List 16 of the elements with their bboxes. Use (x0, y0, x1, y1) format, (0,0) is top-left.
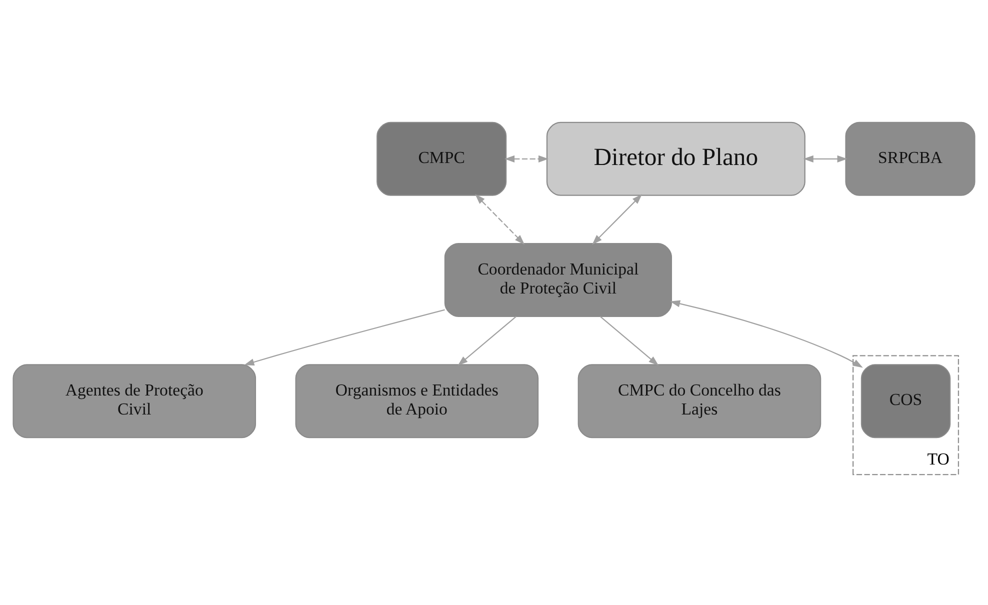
arrow (600, 316, 659, 366)
node-box: SRPCBA (845, 121, 976, 196)
arrow (475, 194, 525, 244)
arrow (592, 194, 642, 244)
arrow (803, 154, 848, 162)
arrow (458, 316, 517, 366)
arrow (670, 300, 863, 368)
node-box: COS (860, 364, 951, 438)
node-box: CMPC do Concelho das Lajes (578, 364, 822, 438)
node-box: Agentes de Proteção Civil (12, 364, 256, 438)
node-box: Diretor do Plano (546, 121, 806, 196)
node-box: CMPC (376, 121, 507, 196)
node-box: Coordenador Municipal de Proteção Civil (444, 242, 672, 317)
arrow (504, 154, 549, 162)
arrow (244, 308, 445, 366)
node-box: Organismos e Entidades de Apoio (295, 364, 539, 438)
